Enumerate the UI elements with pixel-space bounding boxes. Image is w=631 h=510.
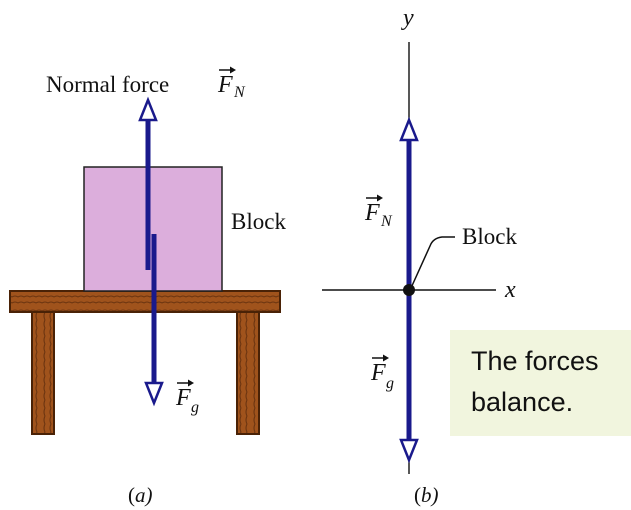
svg-text:F: F [175,385,191,411]
svg-text:(: ( [414,483,421,507]
normal-force-arrow-b [399,116,419,290]
table-leg-right [236,311,260,435]
y-axis-label: y [401,5,414,31]
note-box: The forces balance. [450,330,631,436]
normal-force-label: Normal force [46,72,169,97]
panel-a: Normal force F N Block F g ( a) [9,66,286,507]
block-leader-line [410,236,455,289]
svg-text:(: ( [128,483,135,507]
note-line-1: The forces [471,346,599,376]
caption-a: ( a) [128,483,153,507]
caption-b: ( b) [414,483,439,507]
svg-text:F: F [364,200,380,226]
fg-vector-label-b: F g [370,354,394,392]
svg-text:N: N [380,213,393,230]
fn-vector-label-b: F N [364,194,393,230]
svg-text:F: F [370,360,386,386]
fg-vector-label-a: F g [175,379,199,416]
panel-b: y x Block F N F g [322,5,517,507]
x-axis-label: x [504,277,516,303]
block-label-a: Block [231,209,286,234]
gravity-force-arrow [144,234,164,407]
svg-text:N: N [233,84,246,101]
note-line-2: balance. [471,387,573,417]
block-particle-dot [403,284,415,296]
svg-text:b): b) [421,483,439,507]
normal-force-arrow [138,96,158,270]
svg-text:F: F [217,72,233,98]
svg-text:a): a) [135,483,153,507]
fn-vector-label-a: F N [217,66,246,101]
table-top [9,290,281,313]
block-label-b: Block [462,224,517,249]
svg-text:g: g [386,375,394,392]
gravity-force-arrow-b [399,290,419,464]
svg-text:g: g [191,399,199,416]
table-leg-left [31,311,55,435]
